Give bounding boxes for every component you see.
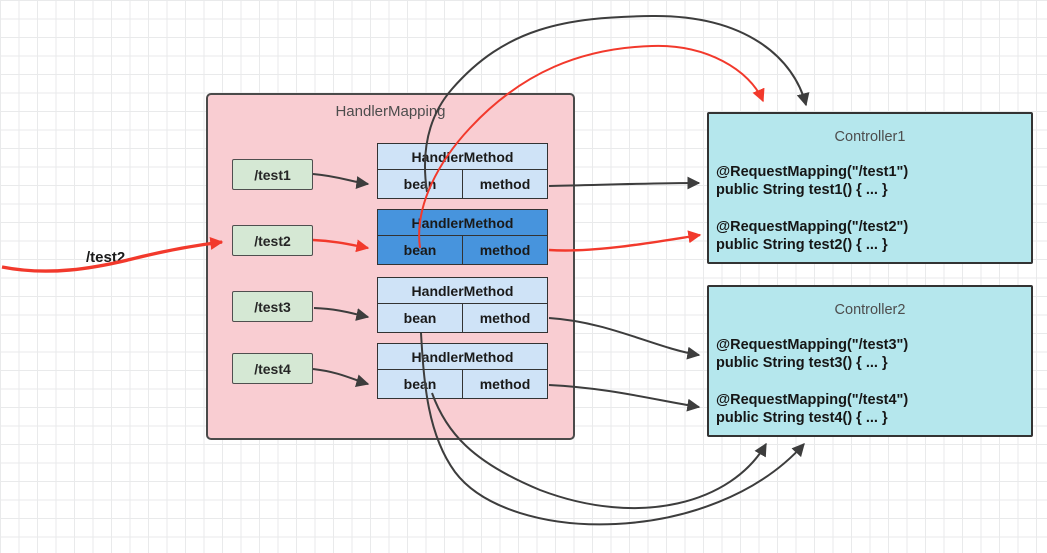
controller1-method-test1: @RequestMapping("/test1") public String … [716, 163, 1027, 199]
annotation-line: @RequestMapping("/test1") [716, 164, 909, 180]
incoming-request-label: /test2 [86, 249, 126, 266]
controller2-title: Controller2 [834, 302, 906, 318]
table-header: HandlerMethod [378, 210, 547, 236]
signature-line: public String test2() { ... } [716, 237, 888, 253]
signature-line: public String test3() { ... } [716, 355, 888, 371]
handler-mapping-title: HandlerMapping [335, 103, 446, 120]
path-box-test4: /test4 [232, 353, 313, 384]
controller1-method-test2: @RequestMapping("/test2") public String … [716, 218, 1027, 254]
controller2-method-test4: @RequestMapping("/test4") public String … [716, 391, 1027, 427]
path-label: /test3 [254, 298, 291, 315]
method-cell: method [479, 310, 531, 326]
controller1-title: Controller1 [834, 129, 906, 145]
path-label: /test4 [254, 360, 291, 377]
path-label: /test1 [254, 166, 291, 183]
handler-method-table-2-highlighted: HandlerMethod bean method [377, 209, 548, 265]
controller2-box: Controller2 @RequestMapping("/test3") pu… [707, 285, 1033, 437]
signature-line: public String test1() { ... } [716, 182, 888, 198]
path-label: /test2 [254, 232, 291, 249]
bean-cell: bean [378, 170, 463, 198]
bean-cell: bean [378, 236, 463, 264]
handler-method-table-4: HandlerMethod bean method [377, 343, 548, 399]
method-cell: method [479, 242, 531, 258]
table-header: HandlerMethod [378, 344, 547, 370]
signature-line: public String test4() { ... } [716, 410, 888, 426]
bean-cell: bean [378, 370, 463, 398]
controller1-box: Controller1 @RequestMapping("/test1") pu… [707, 112, 1033, 264]
method-cell: method [479, 376, 531, 392]
annotation-line: @RequestMapping("/test3") [716, 337, 909, 353]
annotation-line: @RequestMapping("/test2") [716, 219, 909, 235]
handler-method-table-3: HandlerMethod bean method [377, 277, 548, 333]
path-box-test2: /test2 [232, 225, 313, 256]
controller2-method-test3: @RequestMapping("/test3") public String … [716, 336, 1027, 372]
annotation-line: @RequestMapping("/test4") [716, 392, 909, 408]
method-cell: method [479, 176, 531, 192]
table-header: HandlerMethod [378, 144, 547, 170]
path-box-test1: /test1 [232, 159, 313, 190]
path-box-test3: /test3 [232, 291, 313, 322]
handler-method-table-1: HandlerMethod bean method [377, 143, 548, 199]
bean-cell: bean [378, 304, 463, 332]
table-header: HandlerMethod [378, 278, 547, 304]
